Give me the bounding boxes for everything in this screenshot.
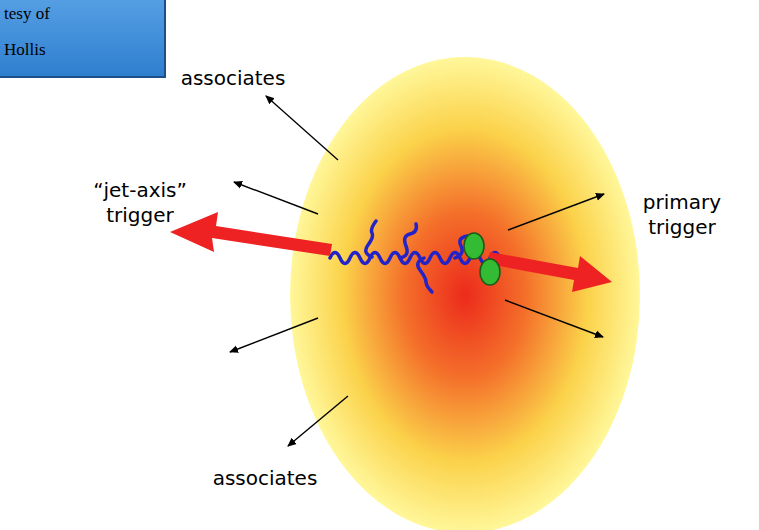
primary-trigger-arrow [488,252,612,292]
annotation-label: primary trigger [626,190,738,240]
medium-ellipse [290,57,640,530]
annotation-label: associates [168,66,298,91]
parton [480,259,500,285]
credit-box: tesy of Hollis [0,0,166,78]
credit-text: tesy of Hollis [4,0,84,68]
annotation-label: associates [200,466,330,491]
annotation-label: “jet-axis” trigger [78,178,202,228]
jet-axis-arrow [170,212,332,256]
parton [464,233,484,259]
gluon-lines [330,221,505,292]
